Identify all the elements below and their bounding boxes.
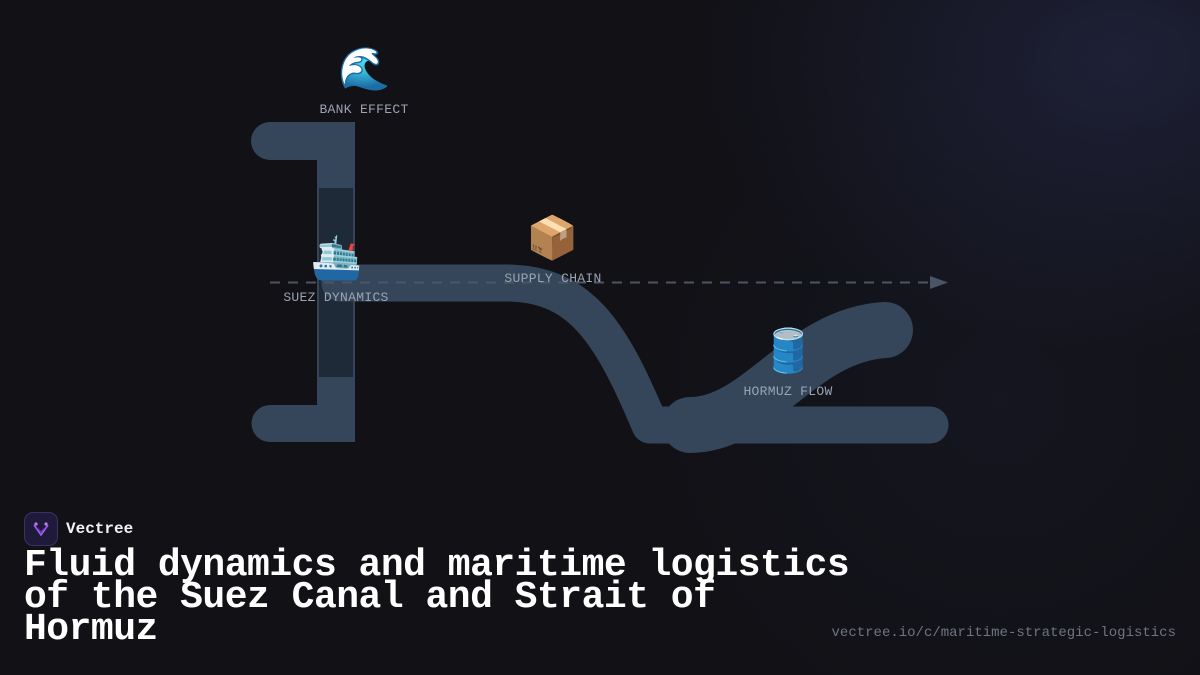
ship-icon: 🛳️ [310, 233, 363, 282]
node-label-bank-effect: BANK EFFECT [319, 102, 409, 117]
package-icon: 📦 [526, 213, 579, 262]
vectree-logo-icon [24, 512, 58, 546]
wave-icon: 🌊 [338, 44, 391, 93]
node-label-hormuz-flow: HORMUZ FLOW [743, 384, 833, 399]
node-label-supply-chain: SUPPLY CHAIN [504, 271, 602, 286]
oil-drum-icon: 🛢️ [762, 326, 815, 375]
suez-bottom-bar [251, 405, 355, 442]
page-url[interactable]: vectree.io/c/maritime-strategic-logistic… [831, 625, 1176, 641]
flow-arrowhead-icon [930, 276, 948, 289]
brand-name: Vectree [66, 520, 134, 538]
brand: Vectree [24, 512, 133, 546]
page-title: Fluid dynamics and maritime logistics of… [24, 544, 850, 651]
channel-diagram [251, 122, 949, 453]
hormuz-branch [662, 302, 913, 453]
shipping-route [321, 264, 949, 444]
node-label-suez-dynamics: SUEZ DYNAMICS [283, 290, 389, 305]
